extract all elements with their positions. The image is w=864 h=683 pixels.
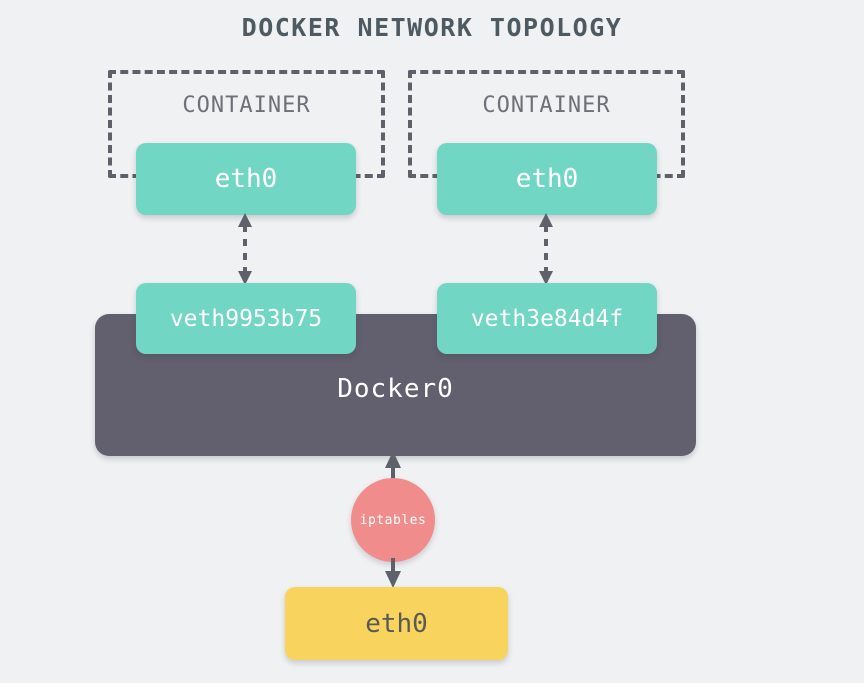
veth-box-1-label: veth9953b75: [169, 305, 323, 332]
host-eth0-box[interactable]: eth0: [285, 587, 508, 660]
veth-box-1[interactable]: veth9953b75: [136, 283, 356, 354]
connector-iptables-to-docker0: [380, 451, 406, 481]
iptables-node[interactable]: iptables: [351, 478, 435, 562]
container-label-1: CONTAINER: [182, 93, 311, 118]
container-label-2: CONTAINER: [482, 93, 611, 118]
docker0-bridge-label: Docker0: [337, 374, 454, 404]
veth-box-2[interactable]: veth3e84d4f: [437, 283, 657, 354]
container-2-eth0-label: eth0: [515, 164, 579, 194]
container-2-eth0-box[interactable]: eth0: [437, 143, 657, 215]
connector-container-1-to-veth: [230, 213, 260, 285]
container-1-eth0-box[interactable]: eth0: [136, 143, 356, 215]
page-title: DOCKER NETWORK TOPOLOGY: [241, 13, 623, 42]
connector-iptables-to-host-eth0: [380, 558, 406, 588]
host-eth0-label: eth0: [365, 608, 428, 639]
veth-box-2-label: veth3e84d4f: [470, 305, 624, 332]
connector-container-2-to-veth: [531, 213, 561, 285]
iptables-label: iptables: [359, 512, 427, 528]
container-1-eth0-label: eth0: [214, 164, 278, 194]
